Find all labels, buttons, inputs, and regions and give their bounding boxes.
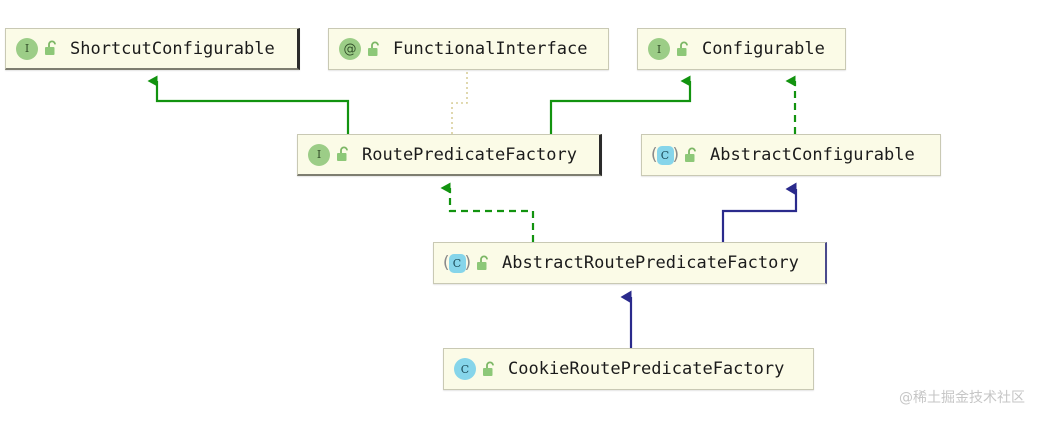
edge-rpf-to-configurable	[549, 75, 692, 134]
uml-node-label: AbstractConfigurable	[710, 145, 915, 165]
abstract-class-icon-letter: C	[660, 148, 670, 162]
edge-rpf-to-functionalinterface	[451, 71, 468, 134]
open-padlock-icon	[42, 39, 60, 59]
abstract-class-icon-letter: C	[452, 256, 462, 270]
edge-rpf-to-shortcutconfigurable	[147, 75, 350, 134]
uml-node-abstract-configurable[interactable]: ( C ) AbstractConfigurable	[641, 134, 941, 176]
uml-node-route-predicate-factory[interactable]: I RoutePredicateFactory	[297, 134, 602, 176]
open-padlock-icon	[682, 145, 700, 165]
interface-icon-letter: I	[656, 42, 662, 56]
uml-node-label: FunctionalInterface	[393, 39, 588, 59]
uml-node-label: AbstractRoutePredicateFactory	[502, 253, 799, 273]
edge-arpf-to-rpf	[440, 182, 535, 242]
open-padlock-icon	[334, 145, 352, 165]
class-icon-letter: C	[460, 362, 470, 376]
interface-icon: I	[646, 36, 672, 62]
uml-node-abstract-route-predicate-factory[interactable]: ( C ) AbstractRoutePredicateFactory	[433, 242, 827, 284]
open-padlock-icon	[674, 39, 692, 59]
class-icon: C	[452, 356, 478, 382]
abstract-paren-right: )	[464, 252, 472, 273]
interface-icon-letter: I	[24, 42, 30, 55]
uml-node-shortcut-configurable[interactable]: I ShortcutConfigurable	[5, 28, 300, 70]
open-padlock-icon	[480, 359, 498, 379]
abstract-paren-left: (	[442, 252, 450, 273]
open-padlock-icon	[474, 253, 492, 273]
interface-icon: I	[14, 36, 40, 62]
annotation-icon: @	[337, 36, 363, 62]
abstract-paren-left: (	[650, 144, 658, 165]
edge-arpf-to-abstractconfigurable	[721, 182, 798, 242]
uml-node-functional-interface[interactable]: @ FunctionalInterface	[328, 28, 609, 70]
abstract-paren-right: )	[672, 144, 680, 165]
interface-icon: I	[306, 142, 332, 168]
interface-icon-letter: I	[316, 148, 322, 161]
uml-node-configurable[interactable]: I Configurable	[637, 28, 846, 70]
abstract-class-icon: ( C )	[442, 250, 472, 276]
uml-node-label: Configurable	[702, 39, 825, 59]
uml-node-cookie-route-predicate-factory[interactable]: C CookieRoutePredicateFactory	[443, 348, 814, 390]
uml-node-label: ShortcutConfigurable	[70, 38, 275, 59]
uml-node-label: RoutePredicateFactory	[362, 144, 577, 165]
uml-node-label: CookieRoutePredicateFactory	[508, 359, 785, 379]
annotation-icon-letter: @	[343, 41, 357, 57]
open-padlock-icon	[365, 39, 383, 59]
abstract-class-icon: ( C )	[650, 142, 680, 168]
watermark: @稀土掘金技术社区	[899, 390, 1025, 406]
